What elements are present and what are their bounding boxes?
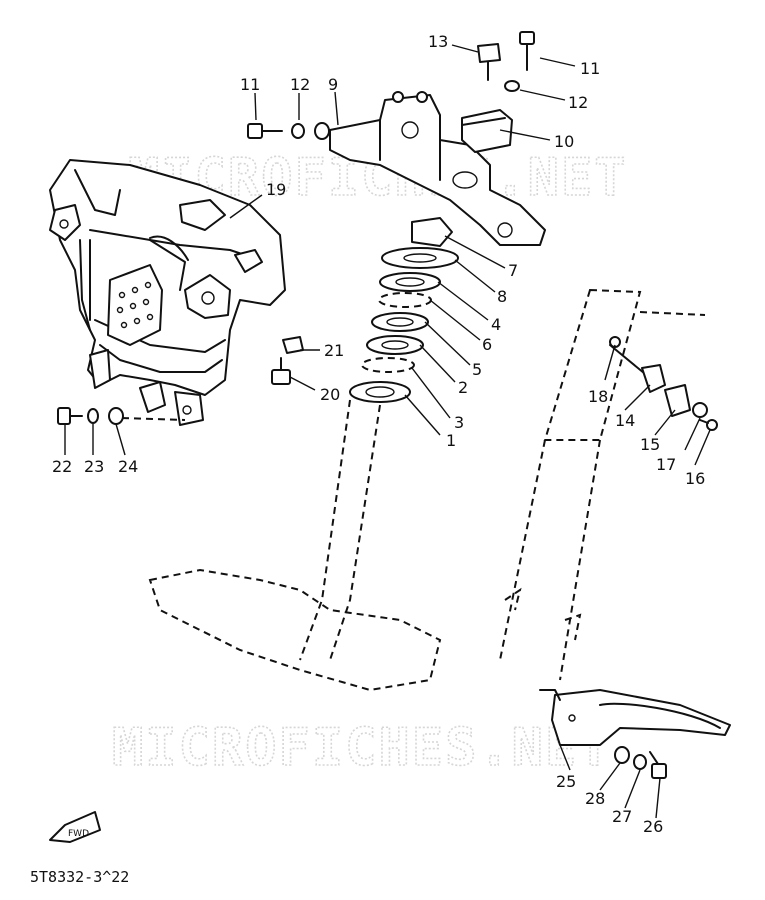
callout-16: 16 (685, 469, 705, 488)
washer-23 (87, 408, 99, 424)
callout-23: 23 (84, 457, 104, 476)
race-1 (349, 381, 411, 403)
handlebar-holder-10 (461, 109, 513, 153)
callout-7: 7 (508, 261, 518, 280)
washer-12-right (504, 80, 520, 92)
callout-9: 9 (328, 75, 338, 94)
clamp-14 (641, 364, 666, 393)
fork-tube-phantom (499, 288, 706, 681)
balls-3 (361, 357, 415, 373)
callout-27: 27 (612, 807, 632, 826)
callout-24: 24 (118, 457, 138, 476)
callout-22: 22 (52, 457, 72, 476)
callout-8: 8 (497, 287, 507, 306)
callout-11-left: 11 (240, 75, 260, 94)
callout-1: 1 (446, 431, 456, 450)
washer-9 (314, 122, 330, 140)
callout-21: 21 (324, 341, 344, 360)
callout-12-left: 12 (290, 75, 310, 94)
ring-nut-7 (411, 217, 453, 247)
callout-6: 6 (482, 335, 492, 354)
bracket-25 (539, 689, 731, 746)
callout-3: 3 (454, 413, 464, 432)
callout-14: 14 (615, 411, 635, 430)
fwd-label: FWD (68, 829, 89, 839)
watermark-bottom: MICROFICHES.NET (112, 718, 612, 778)
cover-8 (381, 247, 459, 269)
leader-lines (64, 44, 711, 819)
race-2 (366, 335, 424, 355)
washer-12-left (291, 123, 305, 139)
steering-head-stack (349, 217, 459, 403)
callout-12-right: 12 (568, 93, 588, 112)
leader-24 (121, 417, 186, 421)
screw-16 (699, 419, 718, 431)
under-bracket-phantom (148, 399, 442, 692)
callout-26: 26 (643, 817, 663, 836)
headlight-stay-19 (49, 159, 286, 426)
fwd-arrow-icon: FWD (49, 811, 101, 843)
bolt-11-right (519, 31, 535, 71)
bolt-20 (271, 357, 291, 385)
drawing-code: 5T8332-3^22 (30, 868, 129, 886)
callout-13: 13 (428, 32, 448, 51)
callout-5: 5 (472, 360, 482, 379)
callout-11-right: 11 (580, 59, 600, 78)
washer-28 (614, 746, 630, 764)
callout-18: 18 (588, 387, 608, 406)
callout-4: 4 (491, 315, 501, 334)
race-4 (379, 272, 441, 292)
callout-17: 17 (656, 455, 676, 474)
callout-20: 20 (320, 385, 340, 404)
callout-28: 28 (585, 789, 605, 808)
bolt-11-left (247, 123, 283, 139)
balls-6 (378, 292, 432, 308)
bolt-26 (649, 751, 667, 779)
nut-17 (692, 402, 708, 418)
washer-27 (633, 754, 647, 770)
callout-2: 2 (458, 378, 468, 397)
upper-bracket-9 (329, 91, 546, 246)
callout-10: 10 (554, 132, 574, 151)
callout-19: 19 (266, 180, 286, 199)
bolt-22 (57, 407, 83, 425)
callout-15: 15 (640, 435, 660, 454)
plate-15 (664, 384, 691, 417)
callout-25: 25 (556, 772, 576, 791)
bolt-13 (477, 43, 501, 81)
race-5 (371, 312, 429, 332)
washer-24 (108, 407, 124, 425)
